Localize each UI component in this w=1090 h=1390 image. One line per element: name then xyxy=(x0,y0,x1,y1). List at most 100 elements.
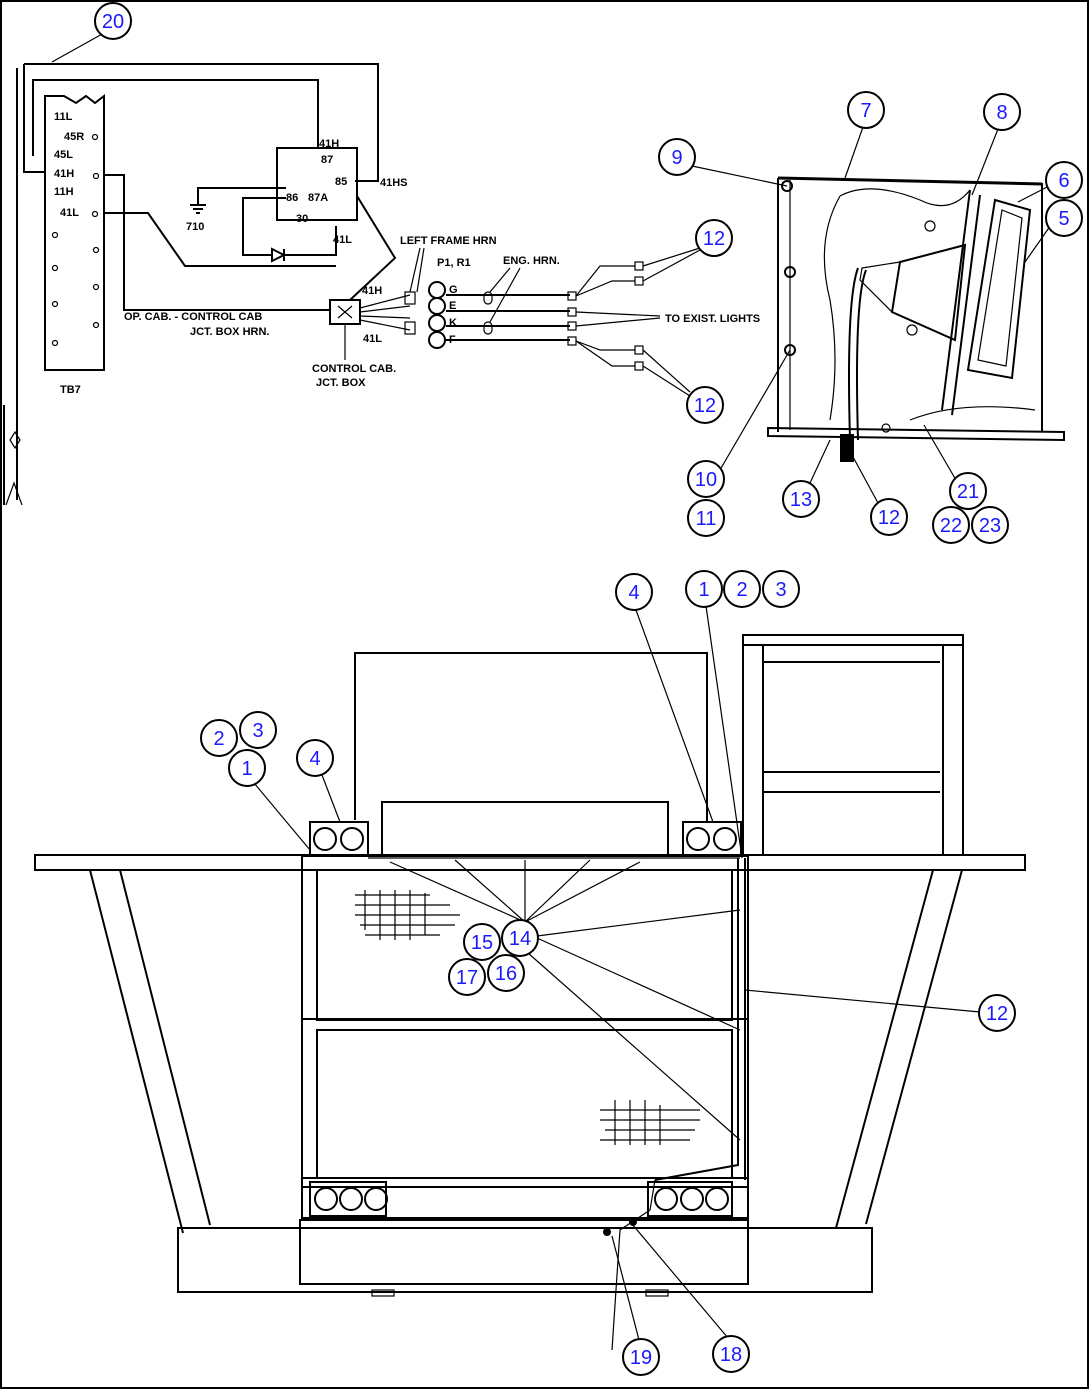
svg-text:41H: 41H xyxy=(362,285,382,297)
svg-text:41H: 41H xyxy=(54,168,74,180)
svg-text:45R: 45R xyxy=(64,131,84,143)
callout-number: 1 xyxy=(241,758,252,780)
callout-2: 2 xyxy=(200,719,238,757)
callout-number: 15 xyxy=(471,932,493,954)
callout-12: 12 xyxy=(978,994,1016,1032)
truck-rear-view xyxy=(34,634,1026,1351)
callout-16: 16 xyxy=(487,954,525,992)
callout-number: 17 xyxy=(456,967,478,989)
callout-12: 12 xyxy=(870,498,908,536)
svg-text:87A: 87A xyxy=(308,192,328,204)
light-cluster-left xyxy=(309,821,369,857)
svg-text:E: E xyxy=(449,300,456,312)
svg-text:86: 86 xyxy=(286,192,298,204)
svg-text:87: 87 xyxy=(321,154,333,166)
callout-11: 11 xyxy=(687,499,725,537)
svg-text:LEFT FRAME HRN: LEFT FRAME HRN xyxy=(400,235,497,247)
svg-text:41L: 41L xyxy=(333,234,352,246)
callout-6: 6 xyxy=(1045,161,1083,199)
light-cluster-right xyxy=(682,821,742,857)
svg-text:11L: 11L xyxy=(54,111,73,123)
callout-number: 14 xyxy=(509,928,531,950)
callout-number: 12 xyxy=(986,1003,1008,1025)
callout-number: 4 xyxy=(628,582,639,604)
plug-p1 xyxy=(428,281,446,349)
callout-number: 12 xyxy=(703,228,725,250)
callout-number: 6 xyxy=(1058,170,1069,192)
callout-number: 2 xyxy=(213,728,224,750)
callout-22: 22 xyxy=(932,506,970,544)
callout-number: 2 xyxy=(736,579,747,601)
callout-number: 21 xyxy=(957,481,979,503)
callout-number: 22 xyxy=(940,515,962,537)
callout-1: 1 xyxy=(685,570,723,608)
terminal-block-tb7 xyxy=(44,93,105,371)
svg-text:41L: 41L xyxy=(60,207,79,219)
callout-23: 23 xyxy=(971,506,1009,544)
callout-3: 3 xyxy=(239,711,277,749)
tail-lights-right xyxy=(647,1181,733,1217)
callout-number: 7 xyxy=(860,100,871,122)
callout-number: 8 xyxy=(996,102,1007,124)
svg-text:K: K xyxy=(449,317,457,329)
callout-4: 4 xyxy=(296,739,334,777)
callout-number: 20 xyxy=(102,11,124,33)
callout-10: 10 xyxy=(687,460,725,498)
callout-number: 5 xyxy=(1058,208,1069,230)
callout-1: 1 xyxy=(228,749,266,787)
wiring-schematic: TB7 11L 45R 45L 41H 11H 41L 41H 87 86 87… xyxy=(3,63,760,506)
callout-number: 11 xyxy=(696,508,717,530)
svg-text:G: G xyxy=(449,284,458,296)
callout-number: 1 xyxy=(698,579,709,601)
svg-text:11H: 11H xyxy=(54,186,74,198)
callout-5: 5 xyxy=(1045,199,1083,237)
svg-text:30: 30 xyxy=(296,213,308,225)
svg-text:85: 85 xyxy=(335,176,347,188)
svg-text:P1, R1: P1, R1 xyxy=(437,257,471,269)
callout-number: 4 xyxy=(309,748,320,770)
callout-number: 3 xyxy=(252,720,263,742)
callout-12: 12 xyxy=(686,386,724,424)
light-detail-view xyxy=(767,176,1065,462)
svg-text:41HS: 41HS xyxy=(380,177,408,189)
svg-text:710: 710 xyxy=(186,221,204,233)
callout-19: 19 xyxy=(622,1338,660,1376)
callout-2: 2 xyxy=(723,570,761,608)
callout-number: 3 xyxy=(775,579,786,601)
callout-8: 8 xyxy=(983,93,1021,131)
callout-20: 20 xyxy=(94,2,132,40)
callout-9: 9 xyxy=(658,138,696,176)
relay xyxy=(276,147,358,221)
callout-21: 21 xyxy=(949,472,987,510)
callout-17: 17 xyxy=(448,958,486,996)
svg-text:ENG. HRN.: ENG. HRN. xyxy=(503,255,560,267)
callout-number: 12 xyxy=(694,395,716,417)
svg-text:JCT. BOX HRN.: JCT. BOX HRN. xyxy=(190,326,269,338)
callout-number: 9 xyxy=(671,147,682,169)
svg-text:JCT. BOX: JCT. BOX xyxy=(316,377,366,389)
tb7-label: TB7 xyxy=(60,384,81,396)
tail-lights-left xyxy=(309,1181,388,1217)
svg-text:CONTROL CAB.: CONTROL CAB. xyxy=(312,363,396,375)
callout-number: 19 xyxy=(630,1347,652,1369)
callout-number: 23 xyxy=(979,515,1001,537)
svg-text:41H: 41H xyxy=(319,138,339,150)
callout-number: 12 xyxy=(878,507,900,529)
svg-text:OP. CAB. - CONTROL CAB: OP. CAB. - CONTROL CAB xyxy=(124,311,262,323)
callout-number: 16 xyxy=(495,963,517,985)
callout-4: 4 xyxy=(615,573,653,611)
callout-number: 10 xyxy=(695,469,717,491)
callout-14: 14 xyxy=(501,919,539,957)
svg-text:45L: 45L xyxy=(54,149,73,161)
callout-3: 3 xyxy=(762,570,800,608)
callout-13: 13 xyxy=(782,480,820,518)
svg-text:TO EXIST. LIGHTS: TO EXIST. LIGHTS xyxy=(665,313,760,325)
callout-7: 7 xyxy=(847,91,885,129)
callout-15: 15 xyxy=(463,923,501,961)
callout-12: 12 xyxy=(695,219,733,257)
callout-number: 13 xyxy=(790,489,812,511)
callout-18: 18 xyxy=(712,1335,750,1373)
